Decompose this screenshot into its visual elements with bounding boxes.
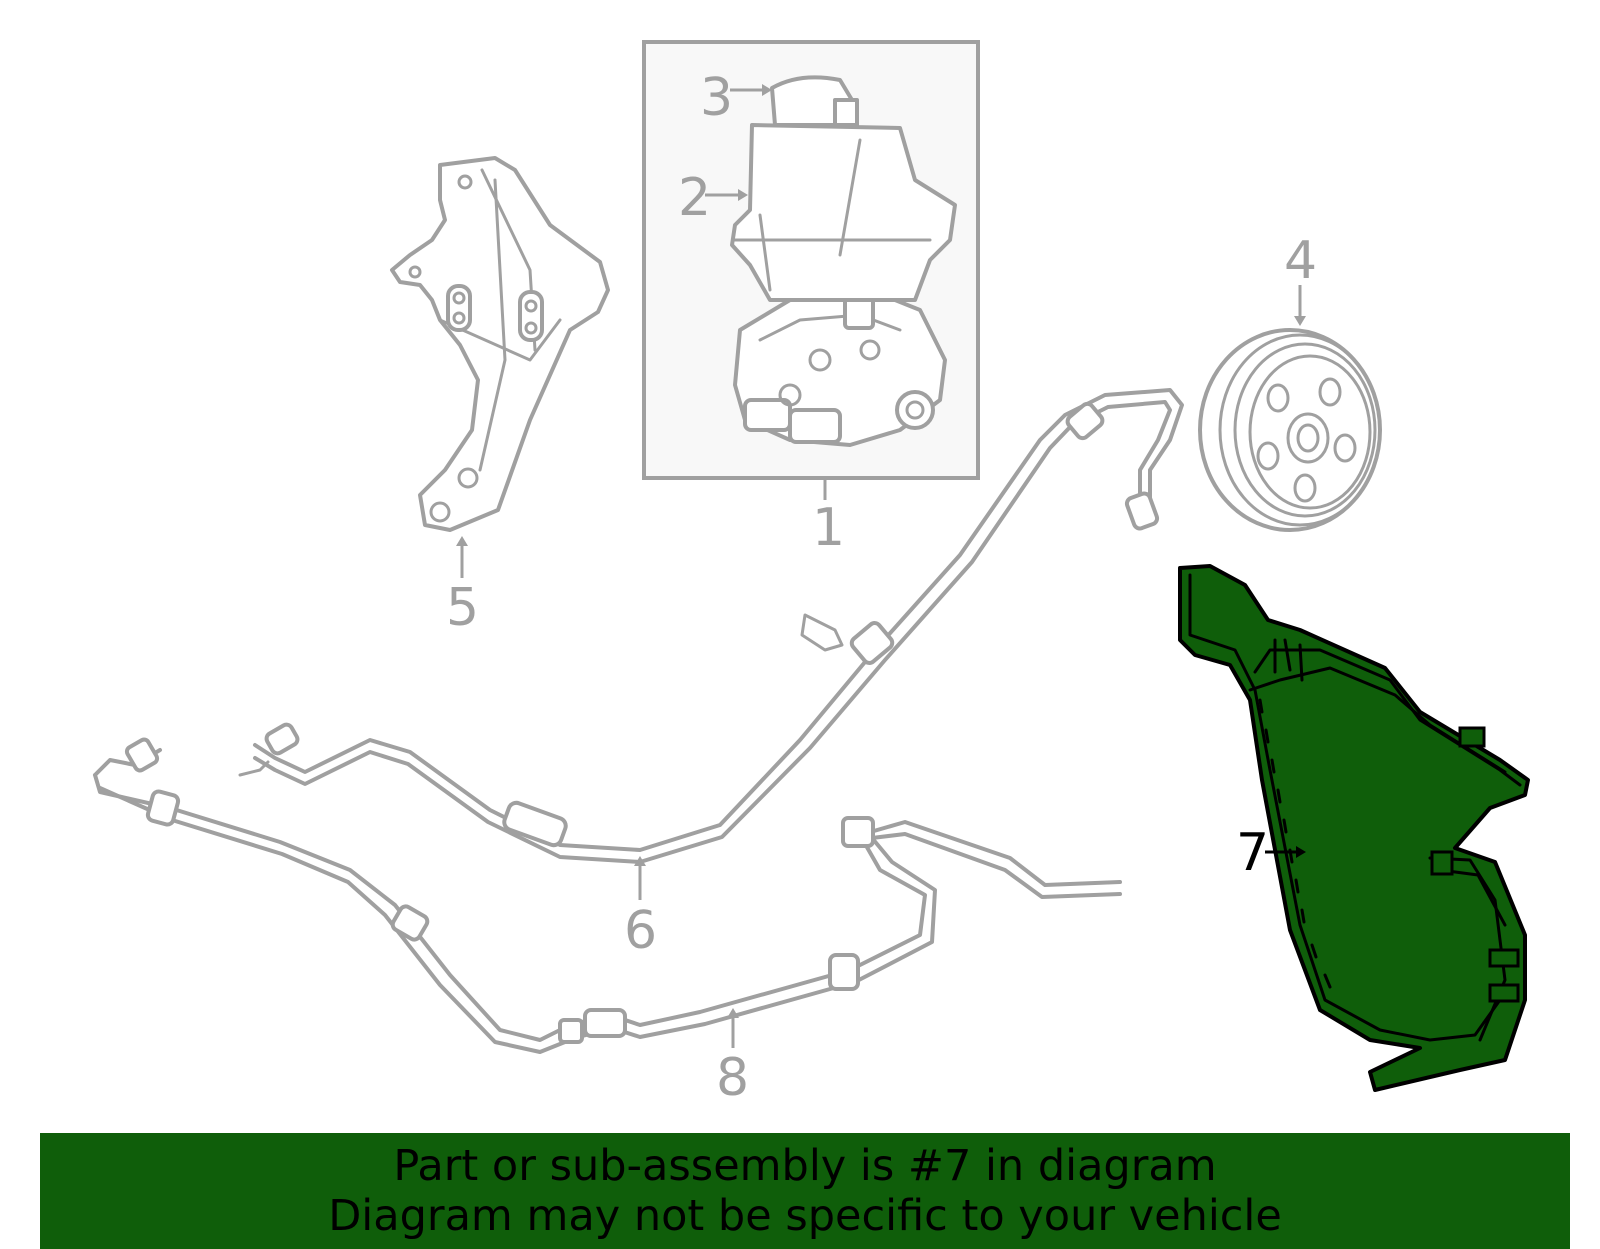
callout-leaders	[456, 84, 1306, 1048]
callout-5[interactable]: 5	[446, 578, 479, 638]
part-7-cooler[interactable]	[1178, 564, 1530, 1092]
callout-1[interactable]: 1	[812, 498, 845, 558]
callout-3[interactable]: 3	[700, 68, 733, 128]
part-4-pulley[interactable]	[1198, 328, 1382, 532]
callout-8[interactable]: 8	[716, 1048, 749, 1108]
callout-numbers: 1 2 3 4 5 6 7 8	[446, 68, 1317, 1108]
part-8-return-hose[interactable]	[93, 737, 1122, 1054]
banner-line-part-number: Part or sub-assembly is #7 in diagram	[393, 1141, 1217, 1191]
callout-2[interactable]: 2	[678, 168, 711, 228]
banner-line-disclaimer: Diagram may not be specific to your vehi…	[328, 1191, 1282, 1241]
part-5-bracket[interactable]	[390, 156, 610, 532]
callout-6[interactable]: 6	[624, 901, 657, 961]
info-banner: Part or sub-assembly is #7 in diagram Di…	[40, 1133, 1570, 1249]
callout-4[interactable]: 4	[1284, 231, 1317, 291]
part-1-pump-assembly[interactable]	[642, 40, 980, 480]
part-6-pressure-hose[interactable]	[238, 388, 1184, 864]
callout-7[interactable]: 7	[1236, 823, 1269, 883]
